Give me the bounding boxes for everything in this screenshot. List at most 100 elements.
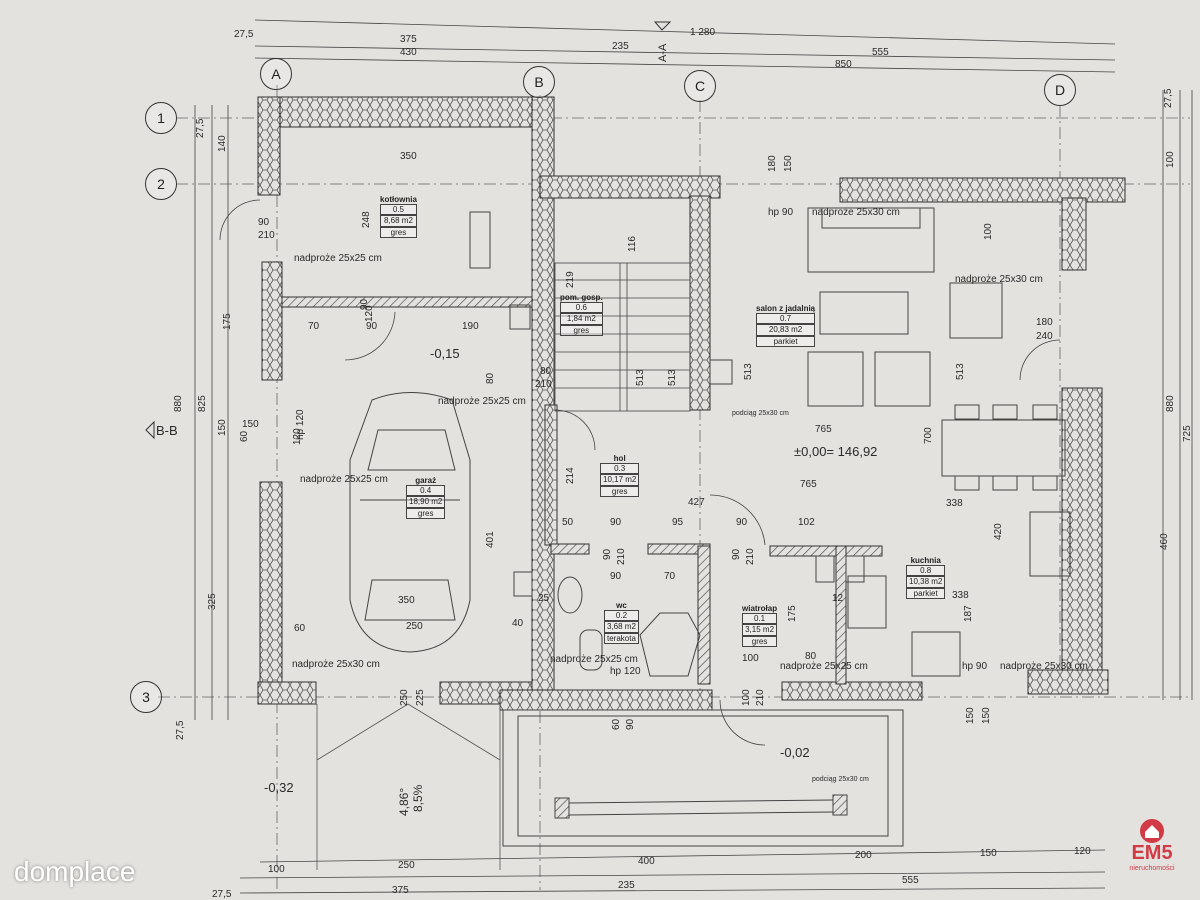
room-number: 0.4	[406, 485, 446, 497]
em5-logo: EM5 nieruchomości	[1122, 818, 1182, 882]
room-name: hol	[613, 454, 626, 463]
bottom-dim: 235	[618, 880, 635, 891]
axis-label-2: 2	[145, 168, 177, 200]
left-dim: 825	[197, 395, 208, 412]
room-finish: gres	[406, 507, 446, 519]
bottom-dim: 375	[392, 885, 409, 896]
room-number: 0.6	[560, 302, 603, 314]
inner-dim: 427	[688, 497, 705, 508]
room-number: 0.8	[906, 565, 946, 577]
left-dim: 325	[207, 593, 218, 610]
room-name: garaż	[415, 476, 437, 485]
inner-dim: 100	[742, 653, 759, 664]
inner-dim: 513	[743, 363, 754, 380]
inner-dim: 513	[955, 363, 966, 380]
lintel-note: nadproże 25x25 cm	[780, 661, 868, 672]
room-wiatrolap: wiatrołap 0.1 3,15 m2 gres	[742, 604, 778, 647]
lintel-note: nadproże 25x25 cm	[294, 253, 382, 264]
beam-note: podciąg 25x30 cm	[812, 776, 869, 783]
inner-dim: 70	[664, 571, 676, 582]
bottom-dim: 555	[902, 875, 919, 886]
inner-dim: 513	[667, 369, 678, 386]
axis-label-3: 3	[130, 681, 162, 713]
room-finish: terakota	[604, 632, 639, 644]
top-dim: 850	[835, 59, 852, 70]
room-kotlownia: kotłownia 0.5 8,68 m2 gres	[380, 195, 417, 238]
inner-dim: 190	[462, 321, 479, 332]
inner-dim: 248	[361, 211, 372, 228]
room-finish: parkiet	[756, 335, 816, 347]
level-driveway: -0,32	[264, 780, 294, 795]
car	[349, 392, 471, 653]
lintel-note: nadproże 25x30 cm	[955, 274, 1043, 285]
axis-label-c: C	[684, 70, 716, 102]
room-garaz: garaż 0.4 18,90 m2 gres	[406, 476, 446, 519]
inner-dim: 240	[1036, 331, 1053, 342]
inner-dim: 210	[535, 379, 552, 390]
left-dim: 175	[222, 313, 233, 330]
watermark-text: domplace	[14, 856, 136, 887]
room-finish: gres	[600, 485, 640, 497]
inner-dim: 80	[805, 651, 817, 662]
inner-dim: 12	[832, 593, 844, 604]
inner-dim: 90	[610, 517, 622, 528]
left-dim: 880	[173, 395, 184, 412]
room-finish: gres	[380, 226, 417, 238]
bottom-dim: 250	[398, 860, 415, 871]
room-finish: gres	[560, 324, 603, 336]
inner-dim: 102	[798, 517, 815, 528]
top-dim: 430	[400, 47, 417, 58]
room-name: kuchnia	[910, 556, 941, 565]
inner-dim: 250	[399, 689, 410, 706]
inner-dim: 70	[308, 321, 320, 332]
room-number: 0.3	[600, 463, 640, 475]
inner-dim: 150	[981, 707, 992, 724]
bottom-dim: 400	[638, 856, 655, 867]
top-dim: 27,5	[234, 29, 254, 40]
level-zero: ±0,00= 146,92	[794, 444, 878, 459]
inner-dim: 350	[398, 595, 415, 606]
room-name: kotłownia	[380, 195, 417, 204]
left-dim: 140	[217, 135, 228, 152]
inner-dim: 100	[741, 689, 752, 706]
inner-dim: 100	[983, 223, 994, 240]
inner-dim: 225	[415, 689, 426, 706]
inner-dim: 90	[602, 548, 613, 560]
axis-label-b: B	[523, 66, 555, 98]
inner-dim: 90	[610, 571, 622, 582]
door-swings	[219, 199, 1061, 746]
right-dim: 725	[1182, 425, 1193, 442]
parapet-note: hp 90	[962, 661, 988, 672]
axis-lines	[158, 85, 1190, 890]
lintel-note: nadproże 25x25 cm	[550, 654, 638, 665]
inner-dim: 210	[745, 548, 756, 565]
lintel-note: nadproże 25x25 cm	[438, 396, 526, 407]
room-finish: gres	[742, 635, 778, 647]
parapet-note: hp 90	[768, 207, 794, 218]
inner-dim: 350	[400, 151, 417, 162]
inner-dim: 50	[562, 517, 574, 528]
room-area: 1,84 m2	[560, 313, 603, 325]
left-dim: 60	[239, 430, 250, 442]
section-markers	[145, 21, 672, 440]
lintel-note: nadproże 25x30 cm	[812, 207, 900, 218]
inner-dim: 90	[625, 718, 636, 730]
inner-dim: 700	[923, 427, 934, 444]
axis-label-1: 1	[145, 102, 177, 134]
top-dim: 1 280	[690, 27, 716, 38]
inner-dim: 765	[800, 479, 817, 490]
room-number: 0.5	[380, 204, 417, 216]
inner-dim: 80	[540, 366, 552, 377]
room-area: 10,38 m2	[906, 576, 946, 588]
lintel-note: nadproże 25x30 cm	[1000, 661, 1088, 672]
room-area: 8,68 m2	[380, 215, 417, 227]
right-dim: 460	[1159, 533, 1170, 550]
lintel-note: nadproże 25x25 cm	[300, 474, 388, 485]
inner-dim: 150	[242, 419, 259, 430]
room-name: wiatrołap	[742, 604, 778, 613]
bottom-dim: 100	[268, 864, 285, 875]
level-entrance: -0,02	[780, 745, 810, 760]
inner-dim: 90	[731, 548, 742, 560]
top-dim: 235	[612, 41, 629, 52]
